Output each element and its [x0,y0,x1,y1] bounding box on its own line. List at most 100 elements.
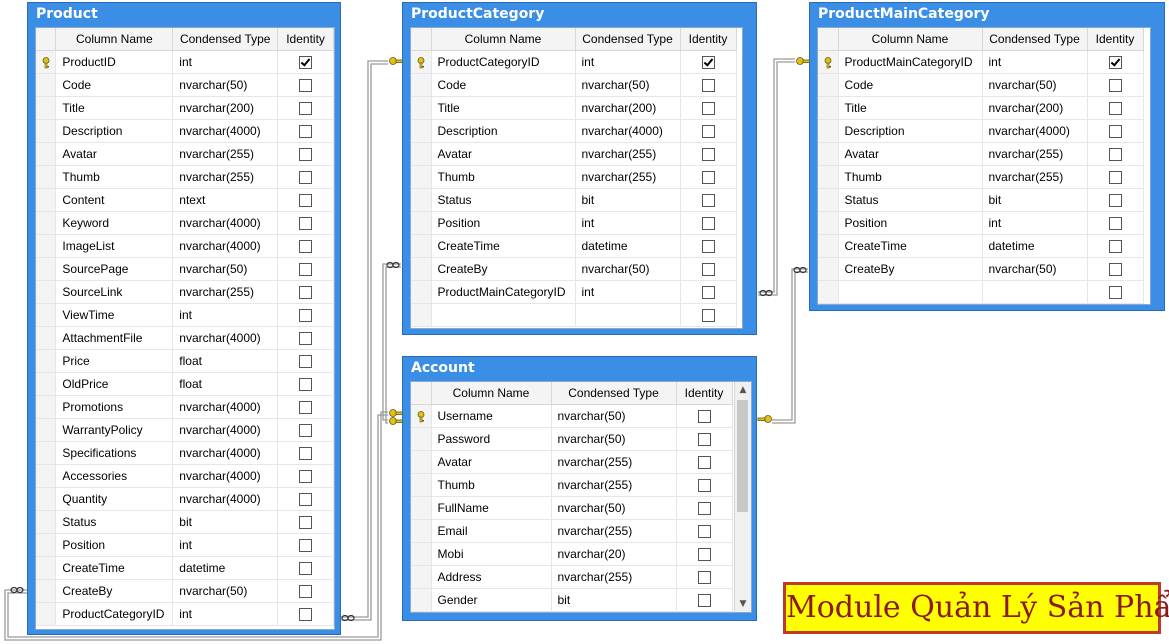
row-selector[interactable] [36,188,57,212]
column-name-cell[interactable]: FullName [431,496,552,520]
condensed-type-cell[interactable]: nvarchar(255) [982,165,1088,189]
condensed-type-cell[interactable]: datetime [172,556,279,580]
column-name-cell[interactable]: Description [838,119,983,143]
condensed-type-cell[interactable]: nvarchar(50) [982,257,1088,281]
condensed-type-cell[interactable]: nvarchar(50) [551,427,677,451]
row-selector[interactable] [36,510,57,534]
row-selector[interactable] [818,211,839,235]
identity-checkbox[interactable] [1108,56,1122,70]
identity-checkbox[interactable] [299,401,313,415]
row-selector[interactable] [818,119,839,143]
column-name-cell[interactable]: Description [55,119,174,143]
condensed-type-cell[interactable]: nvarchar(255) [172,142,279,166]
row-selector[interactable] [818,188,839,212]
identity-checkbox[interactable] [701,125,715,139]
identity-checkbox[interactable] [697,571,711,585]
column-name-cell[interactable]: Address [431,565,552,589]
column-name-cell[interactable]: Description [431,119,576,143]
row-selector[interactable] [818,280,839,304]
row-selector[interactable] [411,211,432,235]
column-name-cell[interactable]: ProductCategoryID [55,602,174,626]
column-name-cell[interactable]: CreateTime [838,234,983,258]
identity-checkbox[interactable] [299,309,313,323]
row-selector[interactable] [36,257,57,281]
condensed-type-cell[interactable]: bit [172,510,279,534]
identity-checkbox[interactable] [299,125,313,139]
identity-checkbox[interactable] [299,608,313,622]
condensed-type-cell[interactable]: nvarchar(255) [982,142,1088,166]
identity-checkbox[interactable] [1108,79,1122,93]
identity-checkbox[interactable] [1108,263,1122,277]
identity-checkbox[interactable] [697,410,711,424]
column-name-cell[interactable]: Mobi [431,542,552,566]
scroll-thumb[interactable] [737,400,748,512]
column-name-cell[interactable]: Title [838,96,983,120]
identity-checkbox[interactable] [299,332,313,346]
identity-checkbox[interactable] [299,424,313,438]
identity-checkbox[interactable] [299,240,313,254]
column-name-cell[interactable]: Username [431,404,552,428]
row-selector[interactable] [36,487,57,511]
scroll-down-arrow-icon[interactable]: ▼ [739,599,747,609]
column-name-cell[interactable]: Promotions [55,395,174,419]
row-selector[interactable] [36,349,57,373]
row-selector[interactable] [411,234,432,258]
row-selector[interactable] [411,50,432,74]
row-selector[interactable] [411,142,432,166]
condensed-type-cell[interactable]: datetime [982,234,1088,258]
condensed-type-cell[interactable]: int [575,211,681,235]
row-selector[interactable] [411,404,432,428]
column-name-cell[interactable]: Content [55,188,174,212]
identity-checkbox[interactable] [701,240,715,254]
condensed-type-cell[interactable]: nvarchar(255) [551,519,677,543]
condensed-type-cell[interactable]: nvarchar(4000) [172,418,279,442]
identity-checkbox[interactable] [299,516,313,530]
row-selector[interactable] [818,257,839,281]
row-selector[interactable] [818,142,839,166]
column-name-cell[interactable]: Position [431,211,576,235]
identity-checkbox[interactable] [701,56,715,70]
condensed-type-cell[interactable]: int [172,50,279,74]
column-name-cell[interactable]: Avatar [431,450,552,474]
condensed-type-cell[interactable]: nvarchar(50) [575,257,681,281]
row-selector[interactable] [36,211,57,235]
row-selector[interactable] [818,96,839,120]
row-selector[interactable] [411,473,432,497]
row-selector[interactable] [411,257,432,281]
condensed-type-cell[interactable]: int [172,533,279,557]
identity-checkbox[interactable] [299,470,313,484]
condensed-type-cell[interactable]: int [172,602,279,626]
row-selector[interactable] [411,542,432,566]
column-name-cell[interactable]: Password [431,427,552,451]
column-name-cell[interactable]: Avatar [55,142,174,166]
row-selector[interactable] [411,519,432,543]
condensed-type-cell[interactable]: nvarchar(50) [172,73,279,97]
condensed-type-cell[interactable]: nvarchar(4000) [172,119,279,143]
row-selector[interactable] [411,565,432,589]
condensed-type-cell[interactable]: nvarchar(255) [575,142,681,166]
row-selector[interactable] [36,96,57,120]
row-selector[interactable] [36,142,57,166]
row-selector[interactable] [411,188,432,212]
